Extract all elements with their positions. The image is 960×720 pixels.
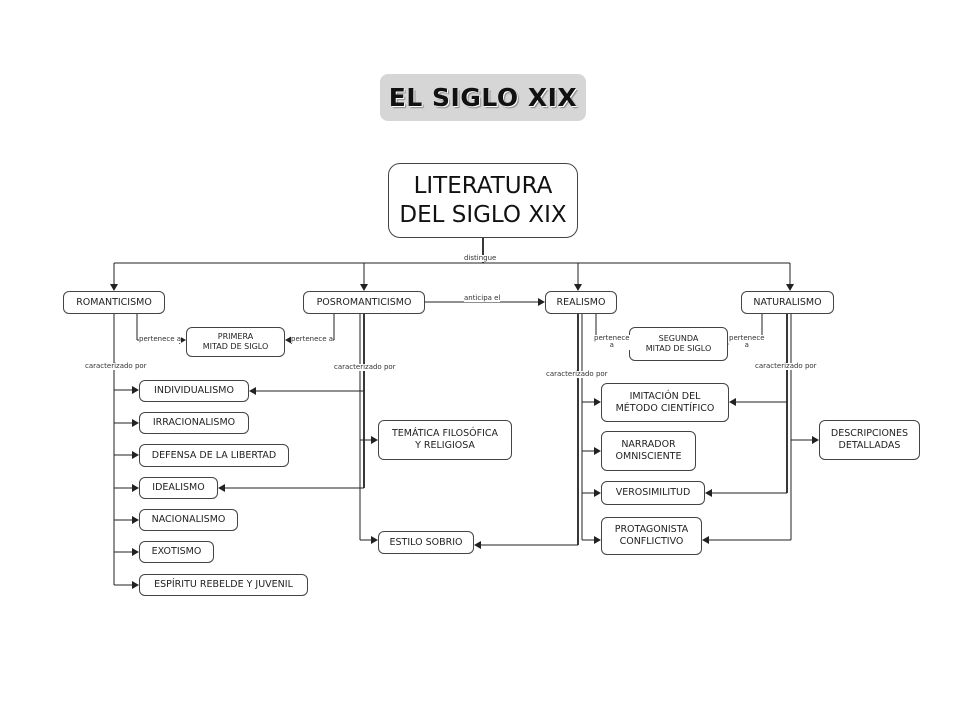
- node-nacionalismo: NACIONALISMO: [139, 509, 238, 531]
- arrowhead-tematica: [371, 436, 378, 444]
- label-pertenece-rea: pertenece a: [594, 334, 630, 350]
- label-anticipa: anticipa el: [464, 294, 501, 303]
- node-verosimilitud: VEROSIMILITUD: [601, 481, 705, 505]
- node-segunda-mitad: SEGUNDA MITAD DE SIGLO: [629, 327, 728, 361]
- node-exotismo: EXOTISMO: [139, 541, 214, 563]
- arrowhead-verosimilitud: [594, 489, 601, 497]
- node-tematica-filosofica: TEMÁTICA FILOSÓFICA Y RELIGIOSA: [378, 420, 512, 460]
- arrowhead-nat-verosimilitud: [705, 489, 712, 497]
- node-espiritu-rebelde: ESPÍRITU REBELDE Y JUVENIL: [139, 574, 308, 596]
- arrowhead-irracionalismo: [132, 419, 139, 427]
- arrowhead-protagonista: [594, 536, 601, 544]
- arrowhead-idealismo: [132, 484, 139, 492]
- node-naturalismo: NATURALISMO: [741, 291, 834, 314]
- arrowhead-realismo: [574, 284, 582, 291]
- label-caract-rom: caracterizado por: [85, 362, 147, 371]
- arrowhead-nat-protagonista: [702, 536, 709, 544]
- label-pertenece-rom: pertenece a: [139, 335, 182, 344]
- label-caract-rea: caracterizado por: [546, 370, 608, 379]
- node-romanticismo: ROMANTICISMO: [63, 291, 165, 314]
- arrowhead-pos-idealismo: [218, 484, 225, 492]
- arrowhead-descripciones: [812, 436, 819, 444]
- arrowhead-naturalismo: [786, 284, 794, 291]
- arrowhead-rea-estilo: [474, 541, 481, 549]
- arrowhead-posromanticismo: [360, 284, 368, 291]
- node-realismo: REALISMO: [545, 291, 617, 314]
- label-caract-nat: caracterizado por: [755, 362, 817, 371]
- arrowhead-pertenece-pos: [285, 336, 292, 344]
- label-distingue: distingue: [464, 254, 497, 263]
- arrowhead-nacionalismo: [132, 516, 139, 524]
- arrowhead-anticipa: [538, 298, 545, 306]
- arrowhead-defensa: [132, 451, 139, 459]
- arrowhead-exotismo: [132, 548, 139, 556]
- node-idealismo: IDEALISMO: [139, 477, 218, 499]
- node-defensa-libertad: DEFENSA DE LA LIBERTAD: [139, 444, 289, 467]
- node-estilo-sobrio: ESTILO SOBRIO: [378, 531, 474, 554]
- page-title: EL SIGLO XIX: [388, 83, 578, 112]
- label-caract-pos: caracterizado por: [334, 363, 396, 372]
- node-narrador-omnisciente: NARRADOR OMNISCIENTE: [601, 431, 696, 471]
- arrowhead-nat-imitacion: [729, 398, 736, 406]
- arrowhead-narrador: [594, 447, 601, 455]
- arrowhead-individualismo: [132, 386, 139, 394]
- arrowhead-estilo: [371, 536, 378, 544]
- node-imitacion-metodo: IMITACIÓN DEL MÉTODO CIENTÍFICO: [601, 383, 729, 422]
- label-pertenece-pos: pertenece a: [291, 335, 334, 344]
- root-node-literatura: LITERATURA DEL SIGLO XIX: [388, 163, 578, 238]
- node-primera-mitad: PRIMERA MITAD DE SIGLO: [186, 327, 285, 357]
- node-descripciones-detalladas: DESCRIPCIONES DETALLADAS: [819, 420, 920, 460]
- title-banner: EL SIGLO XIX: [380, 74, 586, 121]
- arrowhead-espiritu: [132, 581, 139, 589]
- node-individualismo: INDIVIDUALISMO: [139, 380, 249, 402]
- node-irracionalismo: IRRACIONALISMO: [139, 412, 249, 434]
- node-protagonista-conflictivo: PROTAGONISTA CONFLICTIVO: [601, 517, 702, 555]
- node-posromanticismo: POSROMANTICISMO: [303, 291, 425, 314]
- arrowhead-romanticismo: [110, 284, 118, 291]
- label-pertenece-nat: pertenece a: [729, 334, 765, 350]
- arrowhead-imitacion: [594, 398, 601, 406]
- arrowhead-pos-individualismo: [249, 387, 256, 395]
